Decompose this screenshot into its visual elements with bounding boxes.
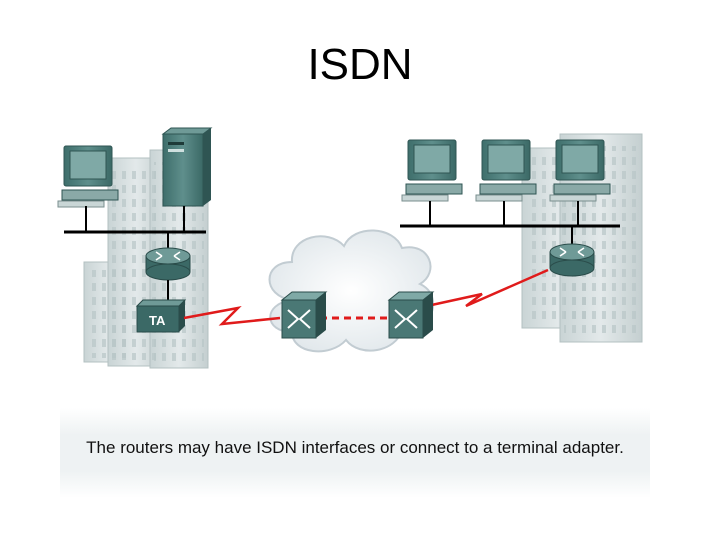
pc-icon bbox=[57, 145, 119, 208]
isdn-switch-icon bbox=[387, 291, 435, 339]
isdn-switch-icon bbox=[280, 291, 328, 339]
router-icon bbox=[145, 247, 191, 281]
terminal-adapter-icon: TA bbox=[135, 299, 187, 333]
server-tower-icon bbox=[161, 127, 213, 207]
caption-text: The routers may have ISDN interfaces or … bbox=[86, 438, 624, 457]
caption-band bbox=[60, 408, 650, 498]
left-building: TA bbox=[57, 127, 213, 369]
pc-icon bbox=[549, 139, 611, 202]
slide-title: ISDN bbox=[307, 40, 413, 89]
right-building bbox=[400, 133, 643, 343]
terminal-adapter-label: TA bbox=[149, 313, 166, 328]
pc-icon bbox=[475, 139, 537, 202]
pc-icon bbox=[401, 139, 463, 202]
router-icon bbox=[549, 243, 595, 277]
serial-link-icon bbox=[183, 268, 549, 326]
